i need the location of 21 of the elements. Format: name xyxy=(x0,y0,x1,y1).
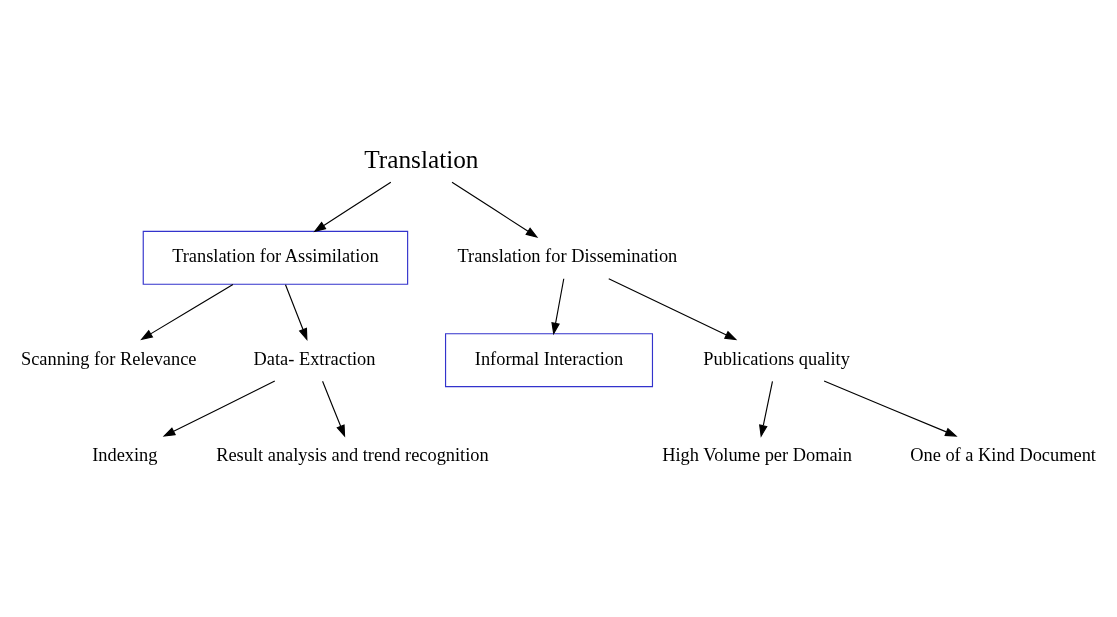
node-text: Scanning for Relevance xyxy=(21,348,197,369)
node-box: Translation for Assimilation xyxy=(142,230,409,285)
arrow xyxy=(823,380,958,437)
node-text: Translation xyxy=(364,144,479,173)
node-text: Result analysis and trend recognition xyxy=(216,444,489,465)
node-box: Informal Interaction xyxy=(445,332,654,387)
node-text: Data- Extraction xyxy=(253,348,376,369)
arrow xyxy=(451,181,539,238)
arrow xyxy=(284,283,308,341)
arrow xyxy=(759,380,774,438)
node-text: Publications quality xyxy=(703,348,850,369)
arrow xyxy=(322,380,346,438)
node-text: Translation for Dissemination xyxy=(457,245,678,266)
arrow xyxy=(313,181,392,232)
arrow xyxy=(140,283,234,340)
arrow xyxy=(551,277,565,335)
node-text: One of a Kind Document xyxy=(910,444,1096,465)
arrow xyxy=(162,380,276,437)
node-text: High Volume per Domain xyxy=(662,444,852,465)
node-text: Indexing xyxy=(92,444,158,465)
arrow xyxy=(608,277,738,340)
